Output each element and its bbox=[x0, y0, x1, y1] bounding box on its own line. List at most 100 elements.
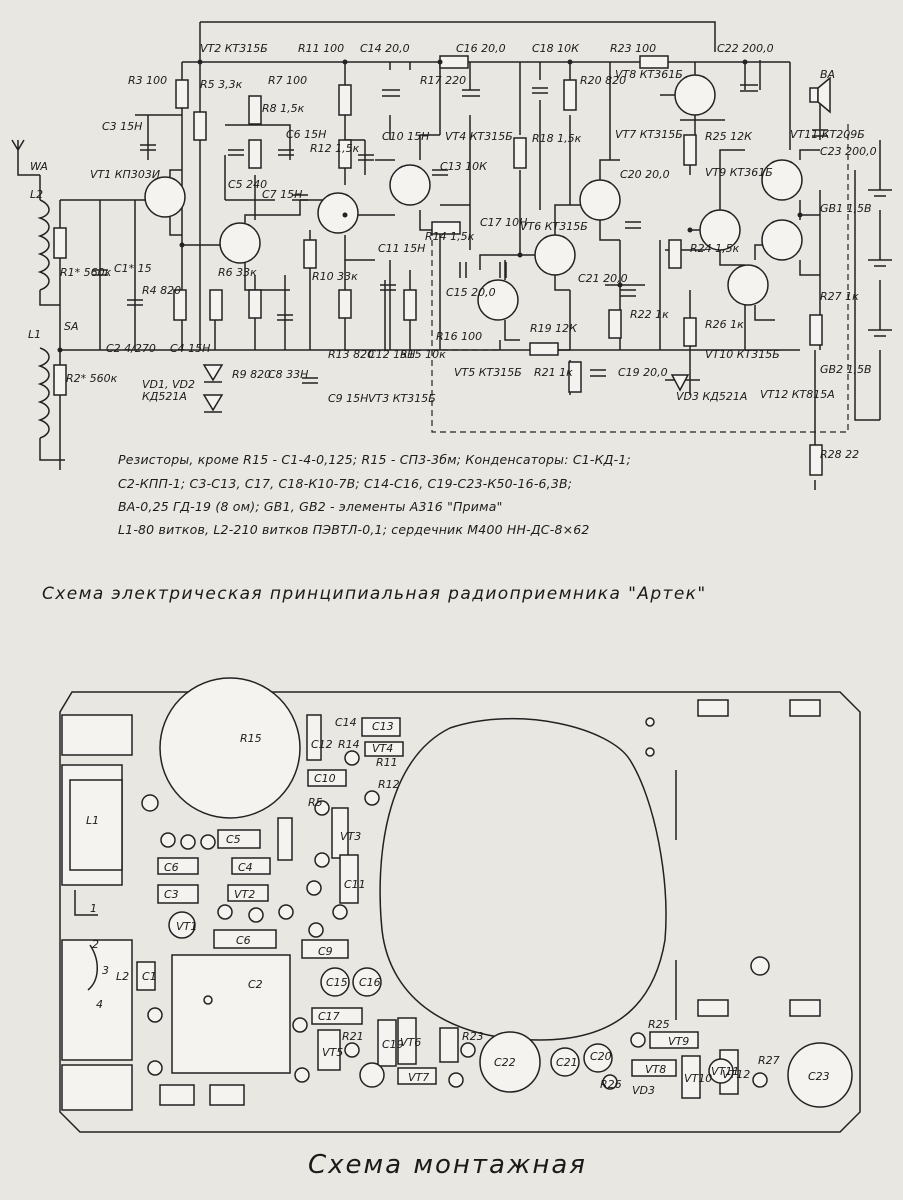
mount-label-m-vt10: VT10 bbox=[684, 1072, 712, 1085]
mount-label-m-vt3: VT3 bbox=[340, 830, 361, 843]
label-vt6: VT6 КТ315Б bbox=[520, 220, 588, 233]
label-r7: R7 100 bbox=[268, 74, 307, 87]
mount-label-m-c5: C5 bbox=[226, 833, 241, 846]
mount-label-m-l2: L2 bbox=[116, 970, 129, 983]
mount-label-m-r12: R12 bbox=[378, 778, 400, 791]
label-c9: C9 15Н bbox=[328, 392, 368, 405]
label-vt9: VT9 КТ361Б bbox=[705, 166, 773, 179]
label-r24: R24 1,5к bbox=[690, 242, 740, 255]
schematic-title: Схема электрическая принципиальная радио… bbox=[42, 584, 707, 604]
label-r16: R16 100 bbox=[436, 330, 482, 343]
components-note-line-2: С2-КПП-1; С3-С13, С17, С18-К10-7В; С14-С… bbox=[118, 476, 573, 491]
label-c10: C10 15Н bbox=[382, 130, 429, 143]
label-r25: R25 12К bbox=[705, 130, 753, 143]
label-c20: C20 20,0 bbox=[620, 168, 670, 181]
mount-label-m-c11: C11 bbox=[344, 878, 366, 891]
label-c3: C3 15Н bbox=[102, 120, 142, 133]
label-c22: C22 200,0 bbox=[717, 42, 774, 55]
label-r3: R3 100 bbox=[128, 74, 167, 87]
mount-label-m-c14: C14 bbox=[335, 716, 357, 729]
label-r8: R8 1,5к bbox=[262, 102, 305, 115]
components-note-line-3: ВА-0,25 ГД-19 (8 ом); GB1, GB2 - элемент… bbox=[118, 499, 503, 514]
label-c16: C16 20,0 bbox=[456, 42, 506, 55]
mount-label-m-c22: C22 bbox=[494, 1056, 516, 1069]
mount-label-m-r11: R11 bbox=[376, 756, 398, 769]
label-c14: C14 20,0 bbox=[360, 42, 410, 55]
label-r18: R18 1,5к bbox=[532, 132, 582, 145]
mount-label-m-vt9: VT9 bbox=[668, 1035, 689, 1048]
label-gb2: GB2 1,5В bbox=[820, 363, 872, 376]
mount-label-m-c15: C15 bbox=[326, 976, 348, 989]
label-r23: R23 100 bbox=[610, 42, 656, 55]
mount-label-m-r23: R23 bbox=[462, 1030, 484, 1043]
label-r15: R15 10к bbox=[400, 348, 446, 361]
mount-label-m-vt1: VT1 bbox=[176, 920, 197, 933]
label-r6: R6 33к bbox=[218, 266, 257, 279]
mount-label-m-r25: R25 bbox=[648, 1018, 670, 1031]
label-vd3: VD3 КД521А bbox=[676, 390, 747, 403]
mount-label-m-1: 1 bbox=[90, 902, 97, 915]
label-c7: C7 15Н bbox=[262, 188, 302, 201]
mount-label-m-r15: R15 bbox=[240, 732, 262, 745]
mount-label-m-r5: R5 bbox=[308, 796, 323, 809]
mount-label-m-vd3: VD3 bbox=[632, 1084, 655, 1097]
label-c13: C13 10К bbox=[440, 160, 488, 173]
mount-label-m-c23: C23 bbox=[808, 1070, 830, 1083]
mount-label-m-c6: C6 bbox=[164, 861, 179, 874]
mount-label-m-c3: C3 bbox=[164, 888, 179, 901]
mount-label-m-vt5: VT5 bbox=[322, 1046, 343, 1059]
label-l1: L1 bbox=[28, 328, 41, 341]
label-vt12: VT12 КТ815А bbox=[760, 388, 835, 401]
mount-label-m-c16: C16 bbox=[359, 976, 381, 989]
mount-label-m-c9: C9 bbox=[318, 945, 333, 958]
schematic-components bbox=[53, 55, 892, 476]
mounting-board-drawing bbox=[59, 677, 861, 1133]
label-r14: R14 1,5к bbox=[425, 230, 475, 243]
label-vt8: VT8 КТ361Б bbox=[615, 68, 683, 81]
label-r13: R13 820 bbox=[328, 348, 374, 361]
mount-label-m-vt8: VT8 bbox=[645, 1063, 666, 1076]
mount-label-m-3: 3 bbox=[102, 964, 109, 977]
components-note-line-1: Резисторы, кроме R15 - С1-4-0,125; R15 -… bbox=[118, 452, 631, 467]
label-c1: C1* 15 bbox=[114, 262, 152, 275]
label-r1: R1* 560к bbox=[60, 266, 112, 279]
label-vt1: VT1 КП303И bbox=[90, 168, 160, 181]
mount-label-m-vt6: VT6 bbox=[400, 1036, 421, 1049]
label-gb1: GB1 1,5В bbox=[820, 202, 872, 215]
mount-label-m-r14: R14 bbox=[338, 738, 360, 751]
label-c8: C8 33Н bbox=[268, 368, 308, 381]
label-r12: R12 1,5к bbox=[310, 142, 360, 155]
label-r5: R5 3,3к bbox=[200, 78, 243, 91]
label-sa: SA bbox=[64, 320, 79, 333]
mount-label-m-vt4: VT4 bbox=[372, 742, 393, 755]
mount-label-m-c19: C19 bbox=[382, 1038, 404, 1051]
mount-label-m-c1: C1 bbox=[142, 970, 157, 983]
label-r21: R21 1к bbox=[534, 366, 573, 379]
mount-label-m-c12: C12 bbox=[311, 738, 333, 751]
components-note-line-4: L1-80 витков, L2-210 витков ПЭВТЛ-0,1; с… bbox=[118, 522, 590, 537]
mount-label-m-c21: C21 bbox=[556, 1056, 578, 1069]
label-vt2: VT2 КТ315Б bbox=[200, 42, 268, 55]
mount-label-m-vt2: VT2 bbox=[234, 888, 255, 901]
label-c19: C19 20,0 bbox=[618, 366, 668, 379]
label-r10: R10 33к bbox=[312, 270, 358, 283]
mount-label-m-r27: R27 bbox=[758, 1054, 780, 1067]
label-c5: C5 240 bbox=[228, 178, 267, 191]
mount-label-m-4: 4 bbox=[96, 998, 103, 1011]
label-ba: BA bbox=[820, 68, 835, 81]
label-vd1t: КД521А bbox=[142, 390, 187, 403]
label-c2: C2 4/270 bbox=[106, 342, 156, 355]
label-vd1: VD1, VD2 bbox=[142, 378, 195, 391]
label-c23: C23 200,0 bbox=[820, 145, 877, 158]
label-c17: C17 10Н bbox=[480, 216, 527, 229]
label-vt4: VT4 КТ315Б bbox=[445, 130, 513, 143]
schematic-wiring bbox=[11, 21, 881, 490]
mount-label-m-c17: C17 bbox=[318, 1010, 340, 1023]
mount-label-m-l1: L1 bbox=[86, 814, 99, 827]
label-c15: C15 20,0 bbox=[446, 286, 496, 299]
label-r27: R27 1к bbox=[820, 290, 859, 303]
label-wa: WA bbox=[30, 160, 48, 173]
label-r19: R19 12К bbox=[530, 322, 578, 335]
label-vt3: VT3 КТ315Б bbox=[368, 392, 436, 405]
